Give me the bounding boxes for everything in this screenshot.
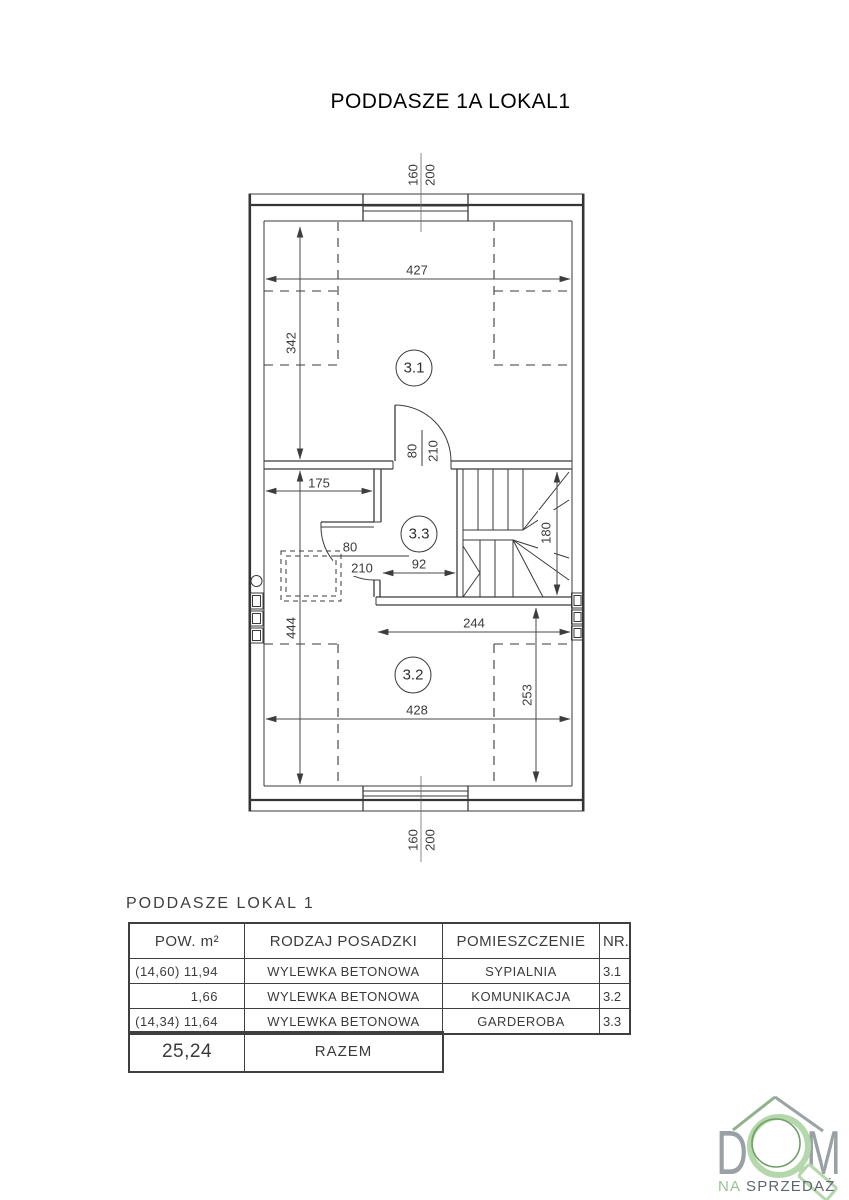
logo-subtitle-sprzedaz: SPRZEDAŻ [746,1177,836,1195]
logo-subtitle-na: NA [718,1178,741,1195]
logo-roof-left [732,1095,776,1132]
logo-letter-d: D [716,1119,748,1188]
table-heading: PODDASZE LOKAL 1 [126,895,315,912]
col-header-pow: POW. m² [154,932,220,950]
dim-label-244: 244 [463,616,485,631]
dim-label-444: 444 [284,617,299,639]
dimensions: 427 342 444 175 92 244 428 253 [265,226,571,785]
table-row: 1,66 WYLEWKA BETONOWA KOMUNIKACJA 3.2 [130,983,629,1008]
dim-label-427: 427 [406,263,428,278]
table-header-row: POW. m² RODZAJ POSADZKI POMIESZCZENIE NR… [130,924,629,958]
exterior-walls [248,193,585,812]
door-garderoba: 80 210 [320,521,411,581]
magnifier-ring-icon [747,1114,811,1178]
wardrobe-furniture-outline [280,550,342,602]
room-circle-3-3: 3.3 [409,526,430,543]
dim-label-342: 342 [284,332,299,354]
door-31-height-label: 210 [426,440,441,462]
door-garderoba-width-label: 80 [343,540,357,555]
magnifier-handle-icon [797,1163,838,1200]
table-row: (14,60) 11,94 WYLEWKA BETONOWA SYPIALNIA… [130,958,629,983]
total-area-value: 25,24 [161,1040,213,1062]
door-garderoba-height-label: 210 [351,561,373,576]
door-31-width-label: 80 [405,444,420,458]
chimney-left [249,575,264,644]
cell-pomieszczenie: KOMUNIKACJA [442,984,599,1008]
room-labels: 3.1 3.3 3.2 [394,349,438,694]
page-title: PODDASZE 1A LOKAL1 [330,90,571,113]
table-total-row: 25,24 RAZEM [128,1030,444,1073]
window-bottom-height-label: 200 [423,829,438,851]
window-bottom-width-label: 160 [406,829,421,851]
cell-pow: 1,66 [190,988,218,1004]
table-row: (14,34) 11,64 WYLEWKA BETONOWA GARDEROBA… [130,1008,629,1033]
logo-roof-right [774,1095,824,1133]
room-circle-3-2: 3.2 [403,667,424,684]
room-circle-3-1: 3.1 [404,360,425,377]
cell-pomieszczenie: GARDEROBA [442,1009,599,1033]
chimney-right [571,592,584,641]
dim-label-180: 180 [539,522,554,544]
interior-walls [264,460,572,606]
window-bottom: 160 200 [362,776,469,862]
cell-posadzka: WYLEWKA BETONOWA [244,959,442,983]
dim-label-175: 175 [308,476,330,491]
window-top: 160 200 [362,153,469,232]
cell-nr: 3.1 [599,959,629,983]
cell-posadzka: WYLEWKA BETONOWA [244,984,442,1008]
dim-label-92: 92 [412,557,426,572]
logo: D M NA SPRZEDAŻ [716,1095,841,1200]
cell-pow: (14,60) 11,94 [135,963,218,979]
staircase: 180 [456,469,570,598]
window-top-height-label: 200 [423,164,438,186]
cell-nr: 3.3 [599,1009,629,1033]
dim-label-428: 428 [406,703,428,718]
cell-nr: 3.2 [599,984,629,1008]
total-label: RAZEM [244,1032,442,1071]
cell-pomieszczenie: SYPIALNIA [442,959,599,983]
dim-label-253: 253 [520,684,535,706]
window-top-width-label: 160 [406,164,421,186]
area-table: POW. m² RODZAJ POSADZKI POMIESZCZENIE NR… [128,922,631,1035]
door-room-31: 80 210 [394,404,452,466]
cell-posadzka: WYLEWKA BETONOWA [244,1009,442,1033]
cell-pow: (14,34) 11,64 [135,1013,218,1029]
col-header-pomieszczenie: POMIESZCZENIE [442,924,599,958]
col-header-posadzka: RODZAJ POSADZKI [244,924,442,958]
col-header-nr: NR. [599,924,629,958]
magnifier-inner-circle-icon [751,1118,801,1168]
